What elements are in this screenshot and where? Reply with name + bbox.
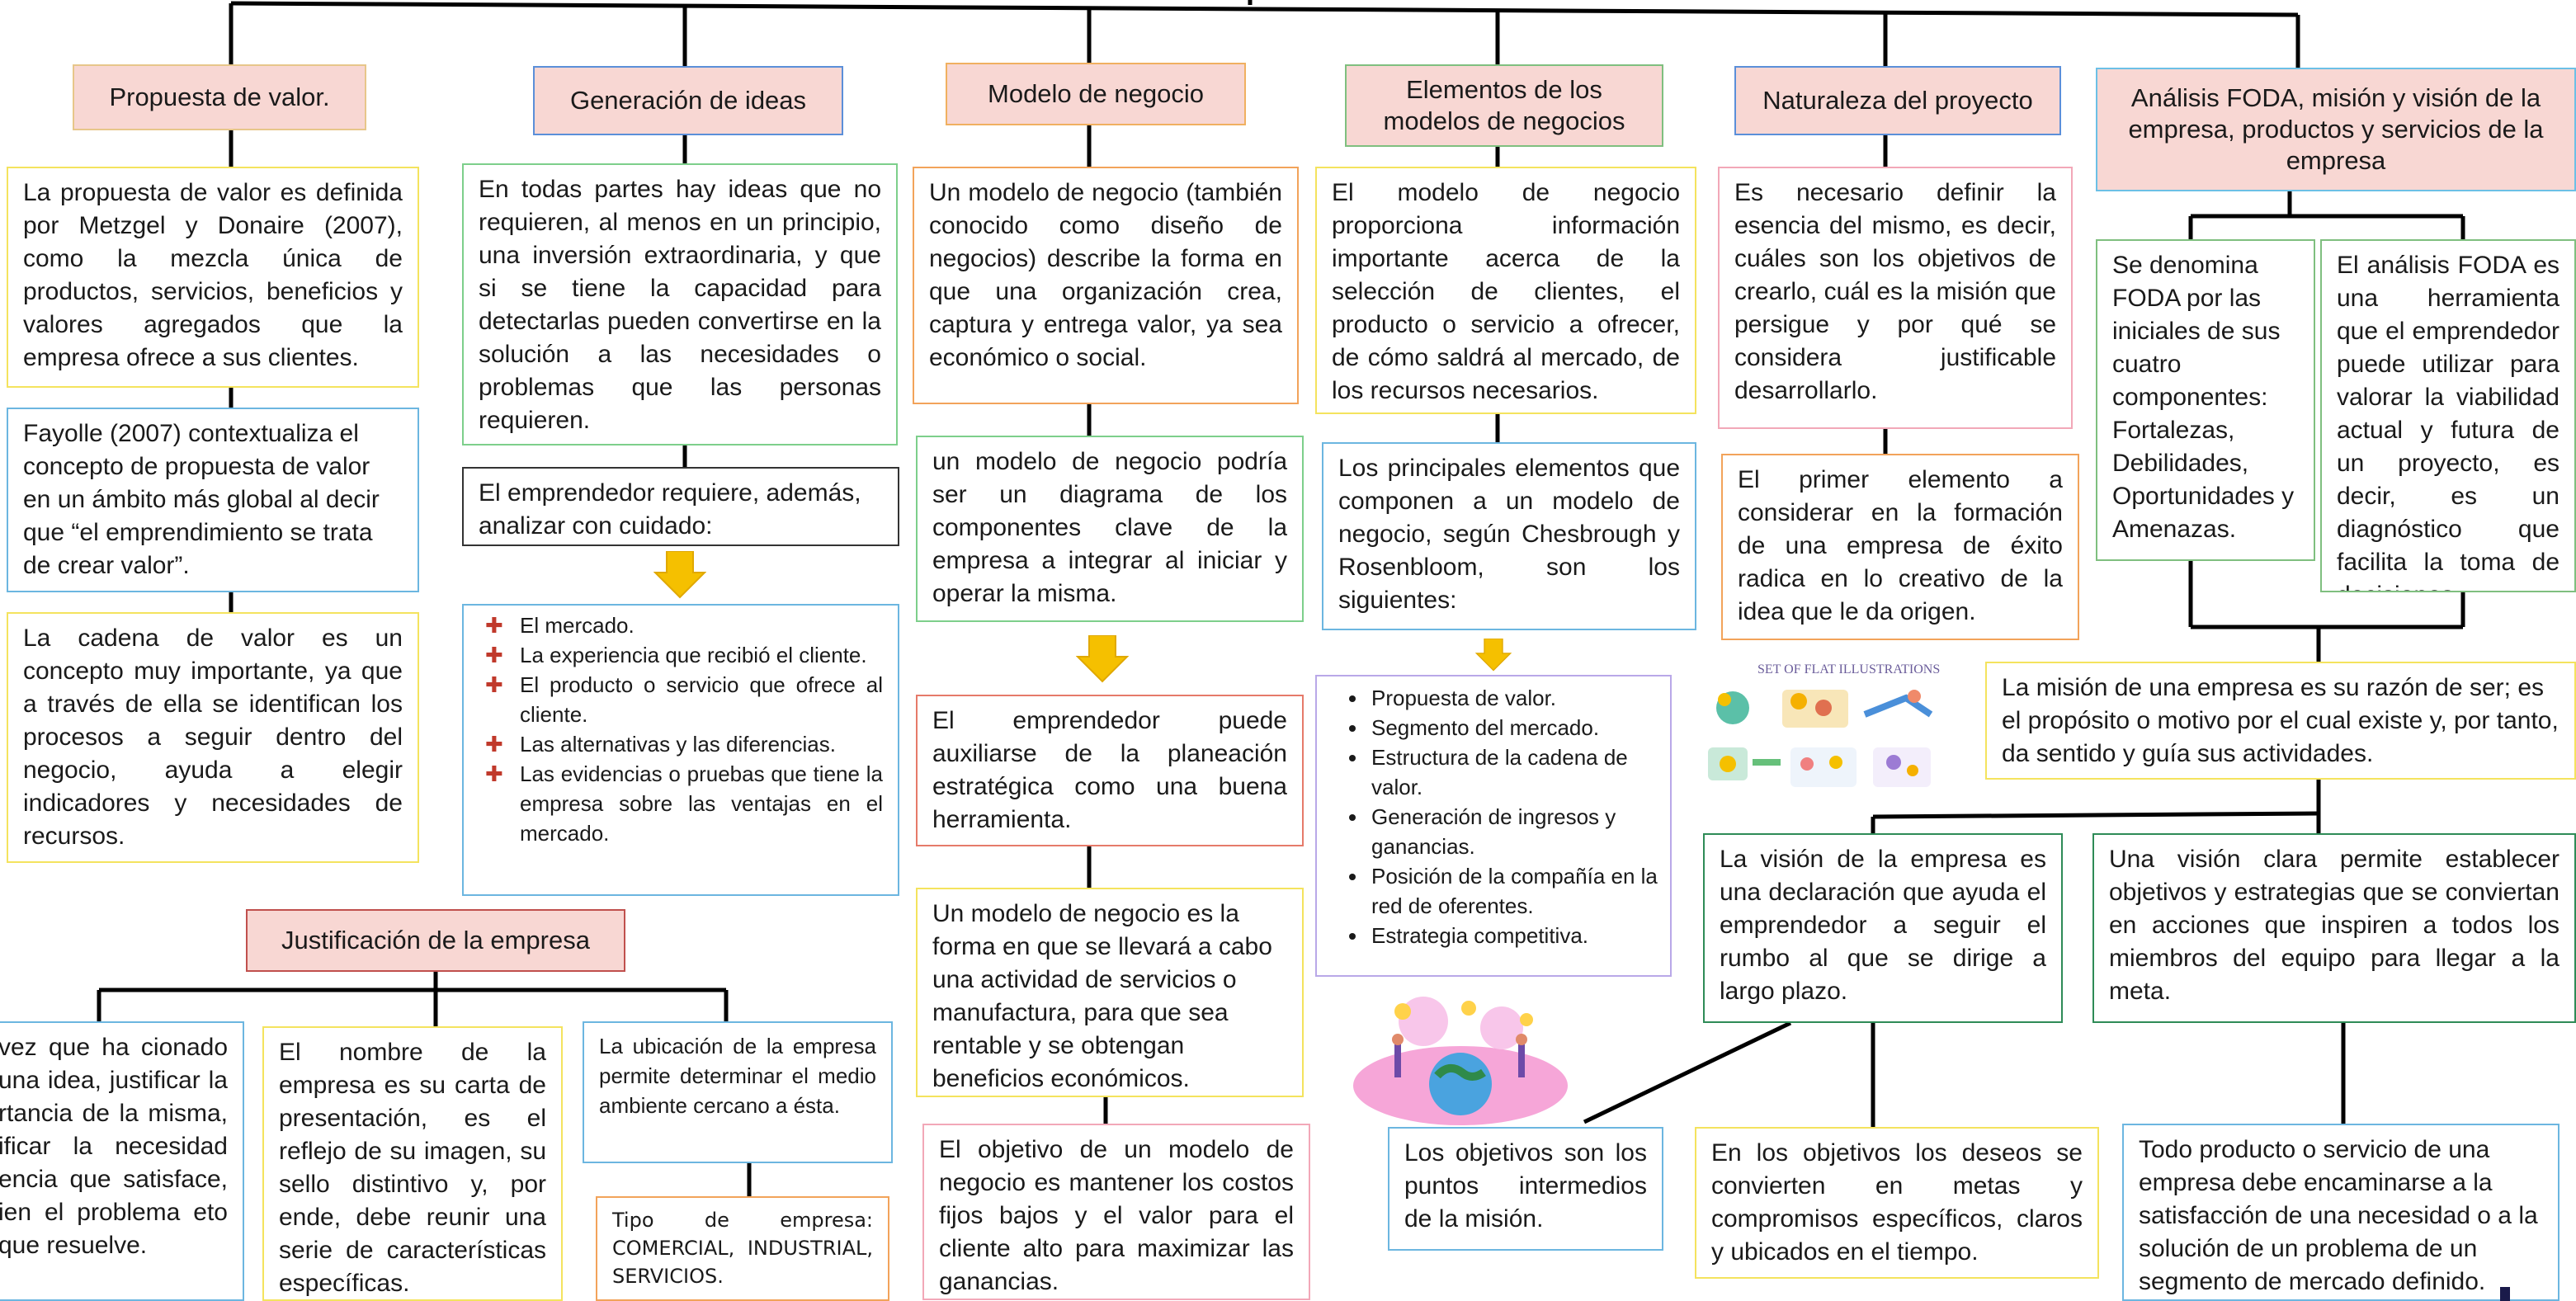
producto-servicio: Todo producto o servicio de una empresa … — [2122, 1124, 2559, 1301]
elementos-informacion: El modelo de negocio proporciona informa… — [1315, 167, 1696, 414]
down-arrow-icon — [1475, 639, 1512, 672]
pin-icon: ✚ — [485, 761, 503, 786]
propuesta-definicion: La propuesta de valor es definida por Me… — [7, 167, 419, 388]
list-item: ✚Las alternativas y las diferencias. — [479, 729, 883, 759]
list-item: Estructura de la cadena de valor. — [1368, 742, 1660, 802]
cadena-de-valor: La cadena de valor es un concepto muy im… — [7, 612, 419, 863]
vision-empresa: La visión de la empresa es una declaraci… — [1703, 833, 2063, 1023]
list-item: Posición de la compañía en la red de ofe… — [1368, 861, 1660, 921]
ideas-emprendedor: El emprendedor requiere, además, analiza… — [462, 467, 899, 546]
foda-analisis: El análisis FODA es una herramienta que … — [2320, 239, 2576, 592]
objetivos-puntos: Los objetivos son los puntos intermedios… — [1388, 1127, 1663, 1251]
elementos-lista: Propuesta de valor. Segmento del mercado… — [1315, 675, 1672, 977]
modelo-diagrama: un modelo de negocio podría ser un diagr… — [916, 436, 1304, 622]
justificacion-idea: vez que ha cionado una idea, justificar … — [0, 1021, 244, 1301]
naturaleza-esencia: Es necesario definir la esencia del mism… — [1718, 167, 2073, 429]
header-generacion-de-ideas: Generación de ideas — [533, 66, 843, 135]
modelo-planeacion: El emprendedor puede auxiliarse de la pl… — [916, 695, 1304, 846]
down-arrow-icon — [1076, 635, 1129, 683]
mision-empresa: La misión de una empresa es su razón de … — [1985, 662, 2576, 780]
pin-icon: ✚ — [485, 613, 503, 638]
justificacion-tipo: Tipo de empresa: COMERCIAL, INDUSTRIAL, … — [596, 1196, 889, 1301]
modelo-objetivo: El objetivo de un modelo de negocio es m… — [922, 1124, 1310, 1300]
pin-icon: ✚ — [485, 732, 503, 757]
list-item: ✚La experiencia que recibió el cliente. — [479, 640, 883, 670]
list-item: Generación de ingresos y ganancias. — [1368, 802, 1660, 861]
vision-clara: Una visión clara permite establecer obje… — [2092, 833, 2576, 1023]
justificacion-nombre: El nombre de la empresa es su carta de p… — [262, 1026, 563, 1301]
elementos-principales: Los principales elementos que componen a… — [1322, 442, 1696, 630]
list-item: Estrategia competitiva. — [1368, 921, 1660, 950]
list-item: ✚Las evidencias o pruebas que tiene la e… — [479, 759, 883, 848]
header-justificacion: Justificación de la empresa — [246, 909, 625, 972]
header-naturaleza-proyecto: Naturaleza del proyecto — [1734, 66, 2061, 135]
list-item: Propuesta de valor. — [1368, 683, 1660, 713]
header-modelo-de-negocio: Modelo de negocio — [946, 63, 1246, 125]
objetivos-deseos: En los objetivos los deseos se convierte… — [1695, 1127, 2099, 1279]
propuesta-fayolle: Fayolle (2007) contextualiza el concepto… — [7, 408, 419, 592]
ideas-descripcion: En todas partes hay ideas que no requier… — [462, 163, 898, 445]
list-item: ✚El producto o servicio que ofrece al cl… — [479, 670, 883, 729]
illustrations-title: SET OF FLAT ILLUSTRATIONS — [1757, 662, 1940, 676]
list-item: ✚El mercado. — [479, 610, 883, 640]
list-item: Segmento del mercado. — [1368, 713, 1660, 742]
ideas-lista: ✚El mercado. ✚La experiencia que recibió… — [462, 604, 899, 896]
modelo-actividad: Un modelo de negocio es la forma en que … — [916, 888, 1304, 1097]
pin-icon: ✚ — [485, 643, 503, 667]
justificacion-ubicacion: La ubicación de la empresa permite deter… — [583, 1021, 893, 1163]
page-edge-mark — [2500, 1287, 2510, 1301]
down-arrow-icon — [653, 551, 706, 599]
header-elementos-modelos: Elementos de los modelos de negocios — [1345, 64, 1663, 147]
header-analisis-foda: Análisis FODA, misión y visión de la emp… — [2096, 68, 2576, 191]
naturaleza-primer-elemento: El primer elemento a considerar en la fo… — [1721, 454, 2079, 640]
header-propuesta-de-valor: Propuesta de valor. — [73, 64, 366, 130]
flat-illustrations-set: SET OF FLAT ILLUSTRATIONS — [1708, 662, 1940, 787]
pin-icon: ✚ — [485, 672, 503, 697]
modelo-descripcion: Un modelo de negocio (también conocido c… — [913, 167, 1299, 404]
foda-denominacion: Se denomina FODA por las iniciales de su… — [2096, 239, 2315, 561]
globe-illustration — [1345, 987, 1576, 1127]
